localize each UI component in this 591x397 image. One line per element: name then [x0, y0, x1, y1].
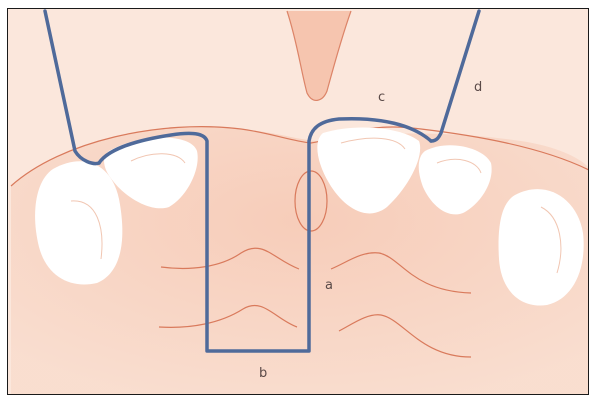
- dental-diagram: a b c d: [8, 9, 589, 395]
- label-c: c: [378, 90, 385, 105]
- right-release-line: [431, 11, 479, 141]
- label-b: b: [259, 366, 267, 381]
- label-d: d: [474, 80, 482, 95]
- tooth-right-canine: [499, 189, 584, 305]
- diagram-frame: a b c d: [7, 8, 589, 395]
- tooth-left-canine: [35, 161, 122, 284]
- left-release-line: [45, 11, 99, 164]
- upper-frenum: [287, 11, 351, 100]
- label-a: a: [325, 278, 333, 293]
